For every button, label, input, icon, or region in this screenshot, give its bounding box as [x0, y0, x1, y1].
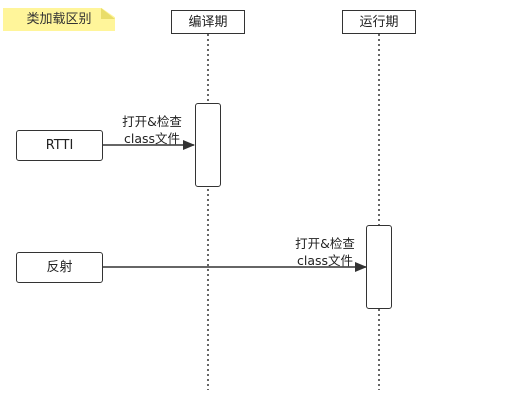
activation-compile [195, 103, 221, 187]
title-note [3, 8, 115, 31]
title-note-fold [101, 8, 115, 19]
message-label-rtti-line1: 打开&检查 [122, 114, 182, 129]
title-note-text: 类加载区别 [26, 12, 92, 27]
message-label-reflection-line2: class文件 [296, 253, 354, 268]
actor-rtti: RTTI [16, 130, 103, 161]
actor-reflection: 反射 [16, 252, 103, 283]
message-label-rtti-line2: class文件 [123, 131, 181, 146]
lifeline-head-runtime: 运行期 [342, 10, 416, 34]
message-label-rtti: 打开&检查 class文件 [112, 113, 192, 147]
message-label-reflection-line1: 打开&检查 [295, 236, 355, 251]
message-label-reflection: 打开&检查 class文件 [285, 235, 365, 269]
activation-runtime [366, 225, 392, 309]
lifeline-head-compile: 编译期 [171, 10, 245, 34]
